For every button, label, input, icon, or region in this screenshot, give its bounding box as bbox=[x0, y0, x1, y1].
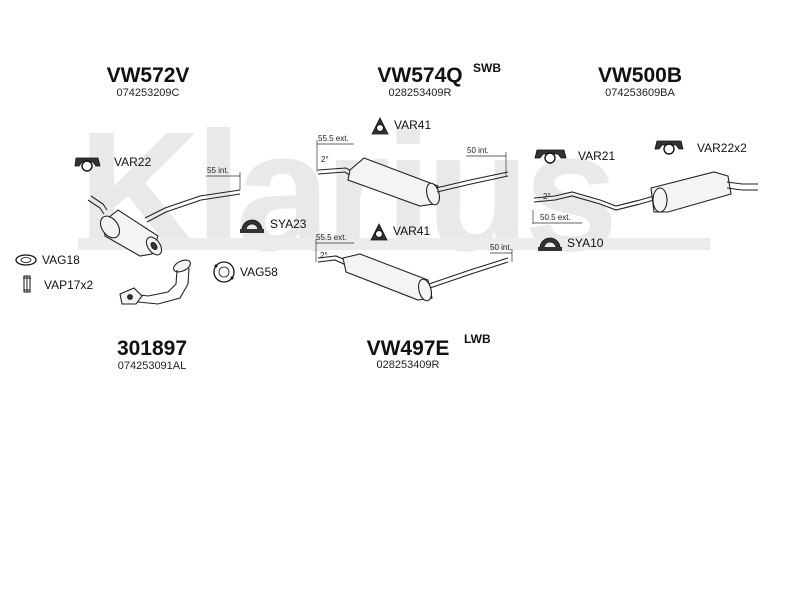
front-pipe-code: 301897 bbox=[117, 337, 187, 360]
svg-text:VAR22: VAR22 bbox=[114, 155, 151, 169]
middle-swb-oem: 028253409R bbox=[388, 87, 451, 99]
middle-lwb-oem: 028253409R bbox=[376, 359, 439, 371]
front-int-dimension: 55 int. bbox=[206, 166, 241, 190]
watermark-underline bbox=[78, 238, 710, 250]
svg-text:VAP17x2: VAP17x2 bbox=[44, 278, 93, 292]
rear-silencer bbox=[533, 171, 758, 213]
rubber-ring-icon bbox=[81, 160, 93, 172]
svg-text:SYA23: SYA23 bbox=[270, 217, 307, 231]
middle-silencer-swb bbox=[317, 157, 509, 207]
svg-text:VAG58: VAG58 bbox=[240, 265, 278, 279]
svg-text:55 int.: 55 int. bbox=[207, 166, 229, 175]
svg-text:VAR41: VAR41 bbox=[394, 118, 431, 132]
var21-fitting: VAR21 bbox=[534, 149, 615, 164]
lwb-dimensions: 55.5 ext. 2° 50 int. bbox=[315, 233, 513, 262]
rubber-ring-icon bbox=[544, 152, 556, 164]
rear-box-oem: 074253609BA bbox=[605, 87, 675, 99]
swb-dimensions: 55.5 ext. 2° 50 int. bbox=[316, 134, 507, 176]
svg-text:VAR41: VAR41 bbox=[393, 224, 430, 238]
middle-swb-code: VW574Q bbox=[377, 64, 462, 87]
klarius-watermark: Klarius bbox=[78, 97, 612, 287]
svg-text:55.5 ext.: 55.5 ext. bbox=[318, 134, 349, 143]
svg-text:50 int.: 50 int. bbox=[467, 146, 489, 155]
rear-box-code: VW500B bbox=[598, 64, 682, 87]
vag58-fitting: VAG58 bbox=[213, 261, 278, 283]
svg-text:55.5 ext.: 55.5 ext. bbox=[316, 233, 347, 242]
svg-text:50 int.: 50 int. bbox=[490, 243, 512, 252]
lwb-tag: LWB bbox=[464, 332, 491, 346]
middle-lwb-code: VW497E bbox=[367, 337, 450, 360]
var22x2-fitting: VAR22x2 bbox=[654, 140, 747, 155]
svg-text:SYA10: SYA10 bbox=[567, 236, 604, 250]
var22-fitting: VAR22 bbox=[74, 155, 151, 172]
sya10-fitting: SYA10 bbox=[538, 236, 604, 251]
front-pipe bbox=[119, 259, 191, 305]
svg-text:2°: 2° bbox=[321, 155, 329, 164]
svg-text:VAG18: VAG18 bbox=[42, 253, 80, 267]
front-pipe-oem: 074253091AL bbox=[118, 360, 187, 372]
var41-bottom-fitting: VAR41 bbox=[370, 223, 430, 241]
front-box-oem: 074253209C bbox=[116, 87, 179, 99]
front-silencer bbox=[87, 189, 241, 257]
svg-text:VAR22x2: VAR22x2 bbox=[697, 141, 747, 155]
middle-silencer-lwb bbox=[317, 253, 509, 302]
rubber-ring-icon bbox=[663, 143, 675, 155]
svg-text:50.5 ext.: 50.5 ext. bbox=[540, 213, 571, 222]
svg-text:2°: 2° bbox=[320, 251, 328, 260]
sya23-fitting: SYA23 bbox=[240, 217, 307, 233]
svg-text:VAR21: VAR21 bbox=[578, 149, 615, 163]
rear-dimensions: 2° 50.5 ext. bbox=[532, 192, 582, 224]
vap17x2-fitting: VAP17x2 bbox=[23, 275, 93, 293]
vag18-fitting: VAG18 bbox=[15, 253, 80, 267]
front-box-code: VW572V bbox=[107, 64, 190, 87]
var41-top-fitting: VAR41 bbox=[371, 117, 431, 135]
swb-tag: SWB bbox=[473, 61, 501, 75]
svg-text:2°: 2° bbox=[543, 192, 551, 201]
